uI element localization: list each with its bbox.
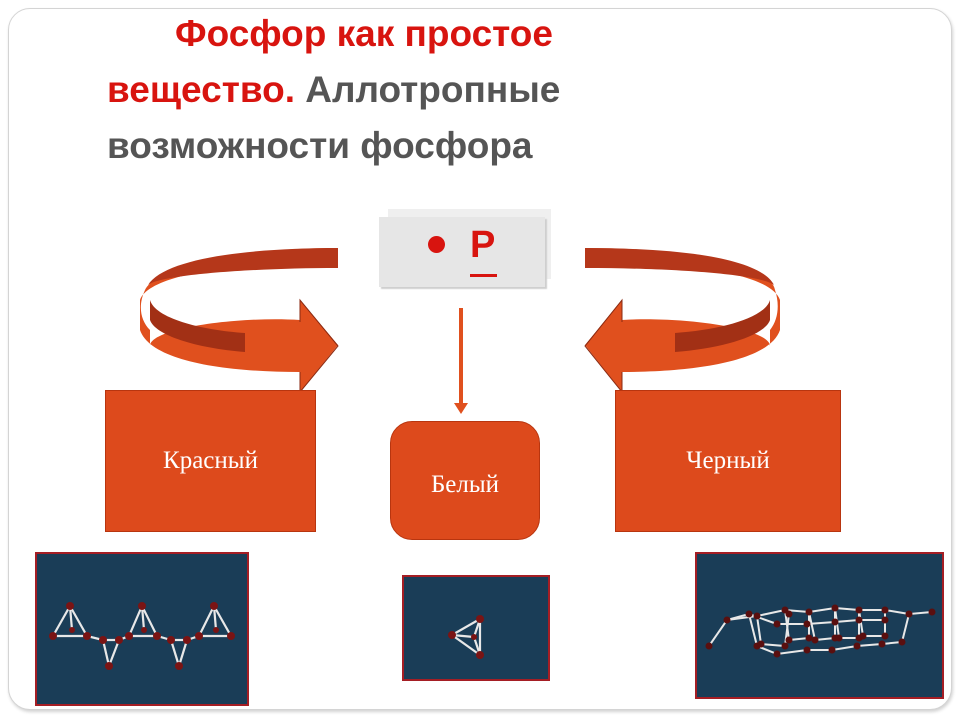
left-curved-arrow xyxy=(140,248,339,394)
black-phosphorus-box: Черный xyxy=(615,390,841,532)
white-phosphorus-structure-image xyxy=(402,575,550,681)
white-phosphorus-box: Белый xyxy=(390,421,540,540)
white-phosphorus-molecule-icon xyxy=(448,615,484,659)
right-curved-arrow xyxy=(584,248,780,394)
red-phosphorus-structure-image xyxy=(35,552,249,706)
phosphorus-underline xyxy=(470,274,497,277)
slide-title: Фосфор как простое вещество. Аллотропные… xyxy=(107,6,747,174)
phosphorus-symbol: P xyxy=(470,224,496,266)
black-phosphorus-label: Черный xyxy=(686,447,770,474)
bullet-icon xyxy=(428,236,445,253)
black-phosphorus-structure-image xyxy=(695,552,944,699)
title-red-part: Фосфор как простое вещество. xyxy=(107,13,553,110)
red-phosphorus-molecule-icon xyxy=(49,602,235,670)
white-phosphorus-label: Белый xyxy=(430,470,500,498)
red-phosphorus-box: Красный xyxy=(105,390,316,532)
red-phosphorus-label: Красный xyxy=(163,447,258,474)
phosphorus-box xyxy=(379,217,545,287)
title-gray-part: Аллотропные возможности фосфора xyxy=(107,69,561,166)
down-arrow xyxy=(454,308,468,414)
black-phosphorus-molecule-icon xyxy=(705,604,936,658)
